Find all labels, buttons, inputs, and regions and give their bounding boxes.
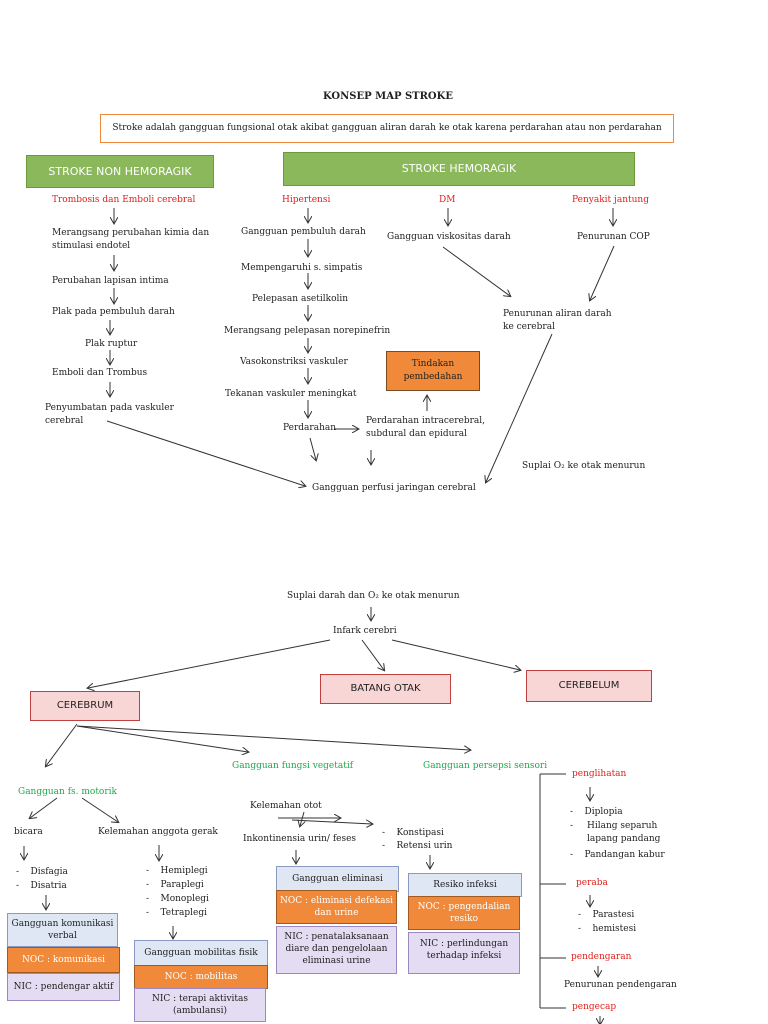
kelemahan-gerak-label: Kelemahan anggota gerak xyxy=(98,827,218,837)
penglihatan-item-2: - xyxy=(570,821,585,831)
nh-step-1: Merangsang perubahan kimia dan stimulasi… xyxy=(52,228,210,251)
ht-step-6: Tekanan vaskuler meningkat xyxy=(225,389,357,399)
stroke-non-hemoragik-header: STROKE NON HEMORAGIK xyxy=(26,155,214,188)
gerak-item-4: - Tetraplegi xyxy=(146,908,208,918)
motorik-label: Gangguan fs. motorik xyxy=(18,787,117,797)
infeksi-noc: NOC : pengendalian resiko xyxy=(408,896,520,930)
persepsi-label: Gangguan persepsi sensori xyxy=(423,761,548,771)
cerebrum-box: CEREBRUM xyxy=(30,691,140,721)
peraba-item-2-text: hemistesi xyxy=(592,924,637,934)
peraba-item-1: - Parastesi xyxy=(578,910,635,920)
komunikasi-noc: NOC : komunikasi xyxy=(7,947,120,973)
mobilitas-title: Gangguan mobilitas fisik xyxy=(134,940,268,966)
page-title: KONSEP MAP STROKE xyxy=(323,91,453,102)
ht-step-2: Mempengaruhi s. simpatis xyxy=(241,263,363,273)
penglihatan-item-3: - Pandangan kabur xyxy=(570,850,665,860)
bicara-item-2-text: Disatria xyxy=(30,881,67,891)
bicara-label: bicara xyxy=(14,827,43,837)
nh-step-4: Plak ruptur xyxy=(85,339,138,349)
penglihatan-item-1-text: Diplopia xyxy=(584,807,623,817)
ht-step-1: Gangguan pembuluh darah xyxy=(241,227,366,237)
konstipasi-item-2: - Retensi urin xyxy=(382,841,453,851)
jantung-step: Penurunan COP xyxy=(577,232,650,242)
dm-step: Gangguan viskositas darah xyxy=(387,232,511,242)
suplai-darah: Suplai darah dan O₂ ke otak menurun xyxy=(287,591,460,601)
pendengaran-label: pendengaran xyxy=(571,952,632,962)
pengecap-label: pengecap xyxy=(572,1002,617,1012)
perfusi-label: Gangguan perfusi jaringan cerebral xyxy=(312,483,476,493)
mobilitas-nic: NIC : terapi aktivitas (ambulansi) xyxy=(134,988,266,1022)
peraba-label: peraba xyxy=(576,878,608,888)
bicara-item-1: - Disfagia xyxy=(16,867,68,877)
nh-step-5: Emboli dan Trombus xyxy=(52,368,148,378)
stroke-hemoragik-header: STROKE HEMORAGIK xyxy=(283,152,635,186)
pendengaran-item: Penurunan pendengaran xyxy=(564,980,677,990)
gerak-item-1-text: Hemiplegi xyxy=(160,866,208,876)
konstipasi-item-2-text: Retensi urin xyxy=(396,841,453,851)
suplai-o2-label: Suplai O₂ ke otak menurun xyxy=(522,461,646,471)
gerak-item-3: - Monoplegi xyxy=(146,894,209,904)
nh-step-6: Penyumbatan pada vaskuler cerebral xyxy=(45,403,174,426)
dm-label: DM xyxy=(439,195,456,205)
gerak-item-2-text: Paraplegi xyxy=(160,880,204,890)
eliminasi-title: Gangguan eliminasi xyxy=(276,866,399,892)
penglihatan-item-2-text: Hilang separuh lapang pandang xyxy=(587,821,661,844)
komunikasi-title: Gangguan komunikasi verbal xyxy=(7,913,118,947)
gerak-item-1: - Hemiplegi xyxy=(146,866,208,876)
penglihatan-item-3-text: Pandangan kabur xyxy=(584,850,665,860)
mobilitas-noc: NOC : mobilitas xyxy=(134,965,268,989)
ht-step-4: Merangsang pelepasan norepinefrin xyxy=(224,326,391,336)
nh-step-2: Perubahan lapisan intima xyxy=(52,276,169,286)
inkontinensia-label: Inkontinensia urin/ feses xyxy=(243,834,357,844)
bicara-item-1-text: Disfagia xyxy=(30,867,68,877)
konstipasi-item-1-text: Konstipasi xyxy=(396,828,444,838)
infeksi-nic: NIC : perlindungan terhadap infeksi xyxy=(408,932,520,974)
gerak-item-4-text: Tetraplegi xyxy=(160,908,208,918)
perdarahan-intra: Perdarahan intracerebral, subdural dan e… xyxy=(366,416,486,439)
penurunan-aliran: Penurunan aliran darah ke cerebral xyxy=(503,309,612,332)
cerebelum-box: CEREBELUM xyxy=(526,670,652,702)
definition-box: Stroke adalah gangguan fungsional otak a… xyxy=(100,114,674,143)
nh-cause: Trombosis dan Emboli cerebral xyxy=(52,195,196,205)
tindakan-pembedahan-box: Tindakan pembedahan xyxy=(386,351,480,391)
penglihatan-label: penglihatan xyxy=(572,769,627,779)
peraba-item-1-text: Parastesi xyxy=(592,910,635,920)
hipertensi-label: Hipertensi xyxy=(282,195,331,205)
vegetatif-label: Gangguan fungsi vegetatif xyxy=(232,761,354,771)
infark-cerebri: Infark cerebri xyxy=(333,626,397,636)
gerak-item-3-text: Monoplegi xyxy=(160,894,209,904)
batang-otak-box: BATANG OTAK xyxy=(320,674,451,704)
konstipasi-item-1: - Konstipasi xyxy=(382,828,444,838)
komunikasi-nic: NIC : pendengar aktif xyxy=(7,973,120,1001)
nh-step-3: Plak pada pembuluh darah xyxy=(52,307,175,317)
eliminasi-nic: NIC : penatalaksanaan diare dan pengelol… xyxy=(276,926,397,974)
peraba-item-2: - hemistesi xyxy=(578,924,637,934)
eliminasi-noc: NOC : eliminasi defekasi dan urine xyxy=(276,890,397,924)
penglihatan-item-1: - Diplopia xyxy=(570,807,623,817)
ht-step-7: Perdarahan xyxy=(283,423,337,433)
gerak-item-2: - Paraplegi xyxy=(146,880,204,890)
kelemahan-otot-label: Kelemahan otot xyxy=(250,801,322,811)
ht-step-5: Vasokonstriksi vaskuler xyxy=(240,357,348,367)
jantung-label: Penyakit jantung xyxy=(572,195,649,205)
bicara-item-2: - Disatria xyxy=(16,881,67,891)
infeksi-title: Resiko infeksi xyxy=(408,873,522,897)
ht-step-3: Pelepasan asetilkolin xyxy=(252,294,349,304)
